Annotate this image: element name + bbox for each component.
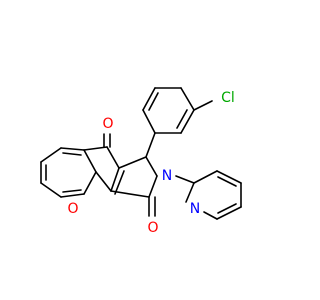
molecule-structure: O O O N N Cl	[40, 87, 242, 236]
carbonyl-oxygen-top-label: O	[102, 116, 113, 132]
amide-nitrogen-label: N	[162, 168, 172, 184]
pyridine-nitrogen-label: N	[190, 201, 200, 217]
atom-labels: O O O N N Cl	[67, 90, 234, 236]
ring-oxygen-label: O	[67, 201, 78, 217]
chlorine-label: Cl	[221, 90, 235, 106]
carbonyl-oxygen-right-label: O	[147, 220, 158, 236]
bond-lines	[40, 87, 242, 220]
